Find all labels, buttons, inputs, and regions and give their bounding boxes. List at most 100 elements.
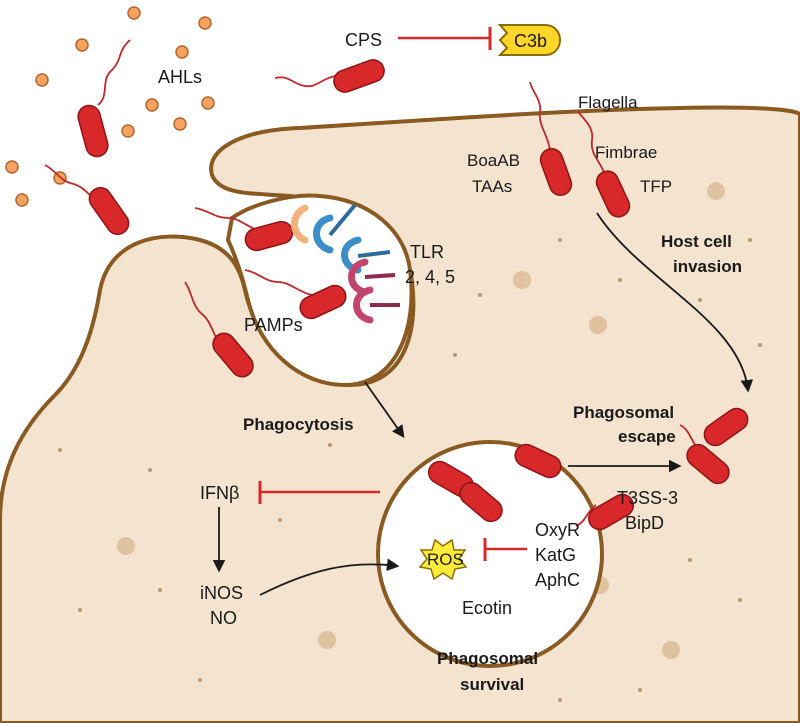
phagosomal-survival-label-line2: survival bbox=[460, 675, 524, 694]
ros-burst bbox=[418, 538, 468, 581]
flagellum bbox=[244, 269, 313, 296]
inos-to-ros-arrow bbox=[259, 558, 400, 596]
flagellum bbox=[194, 207, 263, 233]
ahl-dot bbox=[75, 38, 89, 52]
cytoplasm-dot bbox=[278, 518, 282, 522]
cytoplasm-dot bbox=[748, 238, 752, 242]
cytoplasm-dot bbox=[78, 608, 82, 612]
phagosomal-escape-label-line1: Phagosomal bbox=[573, 403, 674, 422]
pamps-label: PAMPs bbox=[244, 315, 303, 335]
bacterium bbox=[212, 332, 254, 378]
bacterium bbox=[459, 481, 503, 523]
ecotin-label: Ecotin bbox=[462, 598, 512, 618]
bacteria bbox=[77, 59, 749, 531]
c3b-label: C3b bbox=[514, 31, 547, 51]
aphc-label: AphC bbox=[535, 570, 580, 590]
tfp-label: TFP bbox=[640, 177, 672, 196]
cytoplasm-dot bbox=[558, 698, 562, 702]
bacterium bbox=[299, 284, 347, 320]
cytoplasm-dot bbox=[148, 468, 152, 472]
ahl-dot bbox=[15, 193, 29, 207]
bipd-label: BipD bbox=[625, 513, 664, 533]
cytoplasm-dot bbox=[478, 293, 482, 297]
phagocytosis-label: Phagocytosis bbox=[243, 415, 354, 434]
tlr-stalk bbox=[364, 273, 396, 279]
katg-label: KatG bbox=[535, 545, 576, 565]
phagocytosis-arrow bbox=[364, 381, 405, 439]
cytoplasm-granule bbox=[117, 537, 135, 555]
ahl-dot bbox=[175, 45, 189, 59]
cytoplasm-dot bbox=[328, 443, 332, 447]
phagosome bbox=[376, 440, 604, 668]
host-cell bbox=[0, 105, 800, 723]
bacterium bbox=[77, 104, 109, 158]
ros-label: ROS bbox=[427, 550, 464, 569]
tlr-receptor-peach bbox=[291, 204, 309, 244]
bacterium bbox=[703, 407, 749, 447]
phagosomal-escape-label-line2: escape bbox=[618, 427, 676, 446]
phagosomal-survival-label-line1: Phagosomal bbox=[437, 649, 538, 668]
c3b-shape bbox=[497, 24, 561, 56]
cytoplasm-dot bbox=[618, 278, 622, 282]
ahl-dot bbox=[173, 117, 187, 131]
activation-arrows bbox=[212, 212, 754, 596]
flagellum bbox=[274, 74, 341, 88]
cytoplasm-dot bbox=[638, 688, 642, 692]
cps-label: CPS bbox=[345, 30, 382, 50]
ahl-dot bbox=[5, 160, 19, 174]
tlr-numbers-label: 2, 4, 5 bbox=[405, 267, 455, 287]
flagellum bbox=[575, 504, 597, 527]
tlr-stalk bbox=[328, 203, 357, 237]
inos-label: iNOS bbox=[200, 583, 243, 603]
cytoplasm-dot bbox=[198, 678, 202, 682]
bacterium bbox=[686, 443, 730, 485]
cytoplasm-dot bbox=[698, 298, 702, 302]
cytoplasm-dot bbox=[158, 588, 162, 592]
tlr-label: TLR bbox=[410, 242, 444, 262]
cytoplasm-granule bbox=[589, 316, 607, 334]
cytoplasm-granule bbox=[513, 271, 531, 289]
tlr-receptors bbox=[291, 203, 400, 324]
bacterium bbox=[539, 148, 573, 196]
cytoplasm-granule bbox=[662, 641, 680, 659]
flagellum bbox=[577, 111, 606, 176]
ahl-dot bbox=[121, 124, 135, 138]
ahl-dot bbox=[201, 96, 215, 110]
host-cell-invasion-arrow bbox=[596, 212, 754, 393]
cytoplasm-granule bbox=[707, 182, 725, 200]
bacterium bbox=[595, 170, 631, 218]
bacterium bbox=[333, 59, 385, 93]
cytoplasm-dot bbox=[758, 343, 762, 347]
taas-label: TAAs bbox=[472, 177, 512, 196]
bacterium bbox=[514, 443, 562, 479]
ahl-molecules bbox=[5, 6, 215, 207]
ahl-dot bbox=[35, 73, 49, 87]
host-cell-invasion-label-line2: invasion bbox=[673, 257, 742, 276]
flagella bbox=[44, 39, 701, 527]
ahl-dot bbox=[145, 98, 159, 112]
cytoplasm-dot bbox=[453, 353, 457, 357]
fimbrae-label: Fimbrae bbox=[595, 143, 657, 162]
no-label: NO bbox=[210, 608, 237, 628]
host-cell-invasion-label-line1: Host cell bbox=[661, 232, 732, 251]
t3ss3-label: T3SS-3 bbox=[617, 488, 678, 508]
cytoplasm-dot bbox=[738, 598, 742, 602]
flagella-label: Flagella bbox=[578, 93, 638, 112]
cytoplasm-dot bbox=[58, 448, 62, 452]
boaab-label: BoaAB bbox=[467, 151, 520, 170]
ifnb-label: IFNβ bbox=[200, 483, 239, 503]
cytoplasm-dot bbox=[558, 238, 562, 242]
tlr-receptor-blue bbox=[313, 214, 334, 254]
flagellum bbox=[184, 281, 223, 346]
bacterium bbox=[88, 186, 130, 236]
tlr-receptor-pink bbox=[353, 286, 374, 324]
cytoplasm-dot bbox=[688, 558, 692, 562]
flagellum bbox=[44, 164, 96, 201]
flagellum bbox=[97, 39, 131, 106]
flagellum bbox=[529, 81, 551, 151]
ahl-dot bbox=[198, 16, 212, 30]
bacterium bbox=[587, 493, 635, 531]
ahl-dot bbox=[127, 6, 141, 20]
oxyr-label: OxyR bbox=[535, 520, 580, 540]
